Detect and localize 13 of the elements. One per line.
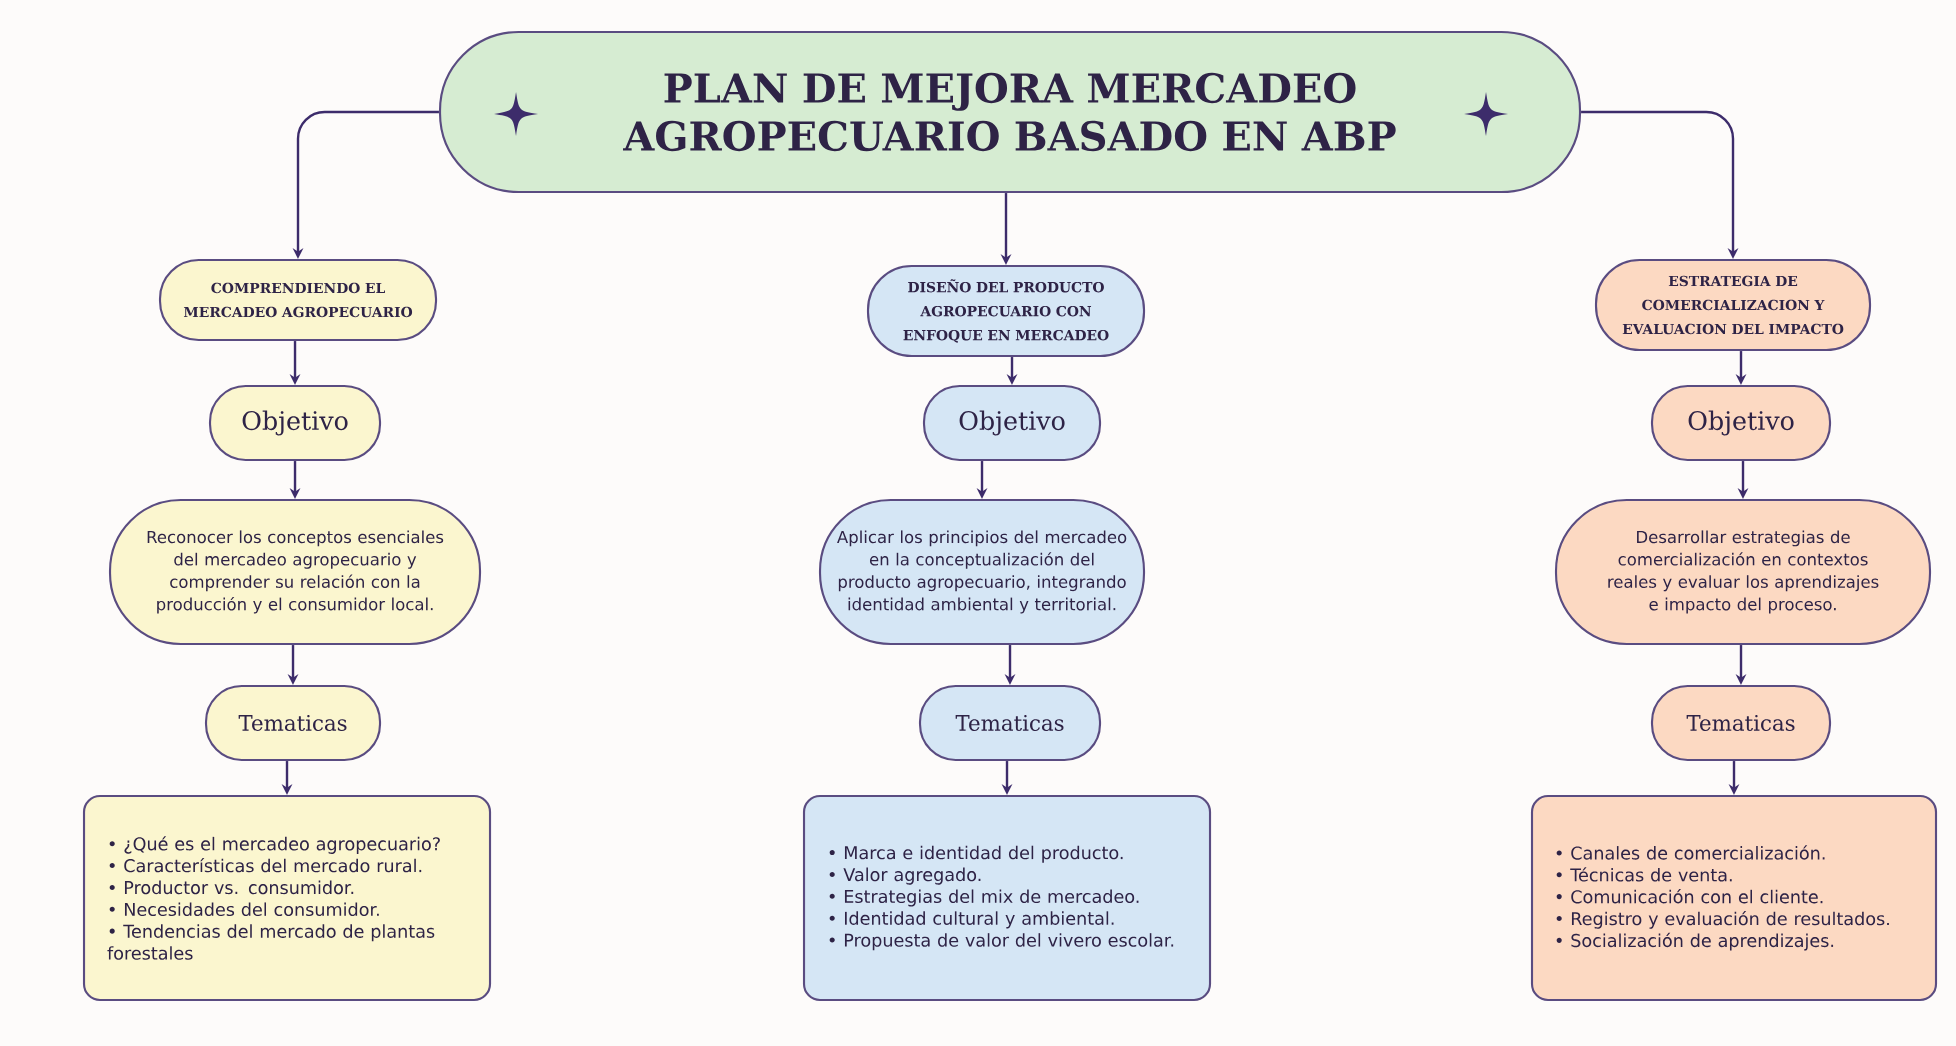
objective-label: Objetivo (1650, 384, 1832, 462)
topics-label: Tematicas (204, 684, 382, 762)
objective-bubble: Aplicar los principios del mercadeo en la conceptualización del producto agropecuario, integrando identidad ambiental y territorial. (818, 498, 1146, 646)
title-banner: PLAN DE MEJORA MERCADEO AGROPECUARIO BASADO EN ABP (438, 30, 1582, 194)
objective-bubble: Desarrollar estrategias de comercialización en contextos reales y evaluar los aprendizajes e impacto del proceso. (1554, 498, 1932, 646)
topics-label: Tematicas (1650, 684, 1832, 762)
topics-box: • Marca e identidad del producto. • Valor agregado. • Estrategias del mix de mercadeo. • Identidad cultural y ambiental. • Propuesta de valor del vivero escolar. (802, 794, 1212, 1002)
objective-label: Objetivo (922, 384, 1102, 462)
topics-label: Tematicas (918, 684, 1102, 762)
objective-label: Objetivo (208, 384, 382, 462)
objective-bubble: Reconocer los conceptos esenciales del mercadeo agropecuario y comprender su relación con la producción y el consumidor local. (108, 498, 482, 646)
topics-box: • Canales de comercialización. • Técnicas de venta. • Comunicación con el cliente. • Registro y evaluación de resultados. • Socialización de aprendizajes. (1530, 794, 1938, 1002)
topics-box: • ¿Qué es el mercadeo agropecuario? • Características del mercado rural. • Productor vs. consumidor. • Necesidades del consumidor. • Tendencias del mercado de plantas forestales (82, 794, 492, 1002)
